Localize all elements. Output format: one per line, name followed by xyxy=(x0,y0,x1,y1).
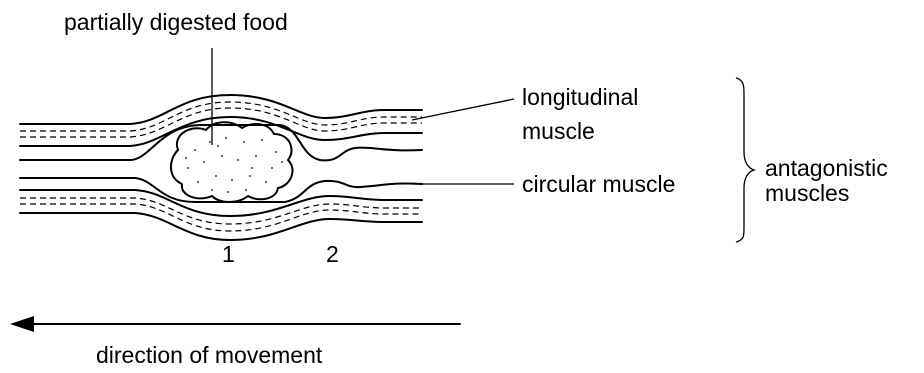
longitudinal-label-line1: longitudinal xyxy=(522,84,638,110)
food-bolus-stipple xyxy=(185,137,283,193)
food-label: partially digested food xyxy=(64,9,288,35)
lower-longitudinal-dashes-b xyxy=(20,204,422,231)
curly-brace-icon xyxy=(736,78,754,242)
longitudinal-label-line2: muscle xyxy=(522,118,595,144)
antagonistic-label-line1: antagonistic xyxy=(765,155,888,181)
direction-label: direction of movement xyxy=(96,342,323,368)
longitudinal-pointer-line xyxy=(412,99,514,120)
lower-outer-edge xyxy=(20,213,422,240)
position-1-label: 1 xyxy=(222,241,235,267)
antagonistic-label-line2: muscles xyxy=(765,180,849,206)
food-bolus-outline xyxy=(171,122,293,202)
lower-gut-wall xyxy=(20,190,422,240)
arrow-left-icon xyxy=(10,316,460,332)
upper-gut-wall xyxy=(20,95,422,146)
position-2-label: 2 xyxy=(326,241,339,267)
food-bolus xyxy=(171,122,293,202)
upper-lumen-lining xyxy=(20,125,422,160)
circular-label: circular muscle xyxy=(522,171,675,197)
